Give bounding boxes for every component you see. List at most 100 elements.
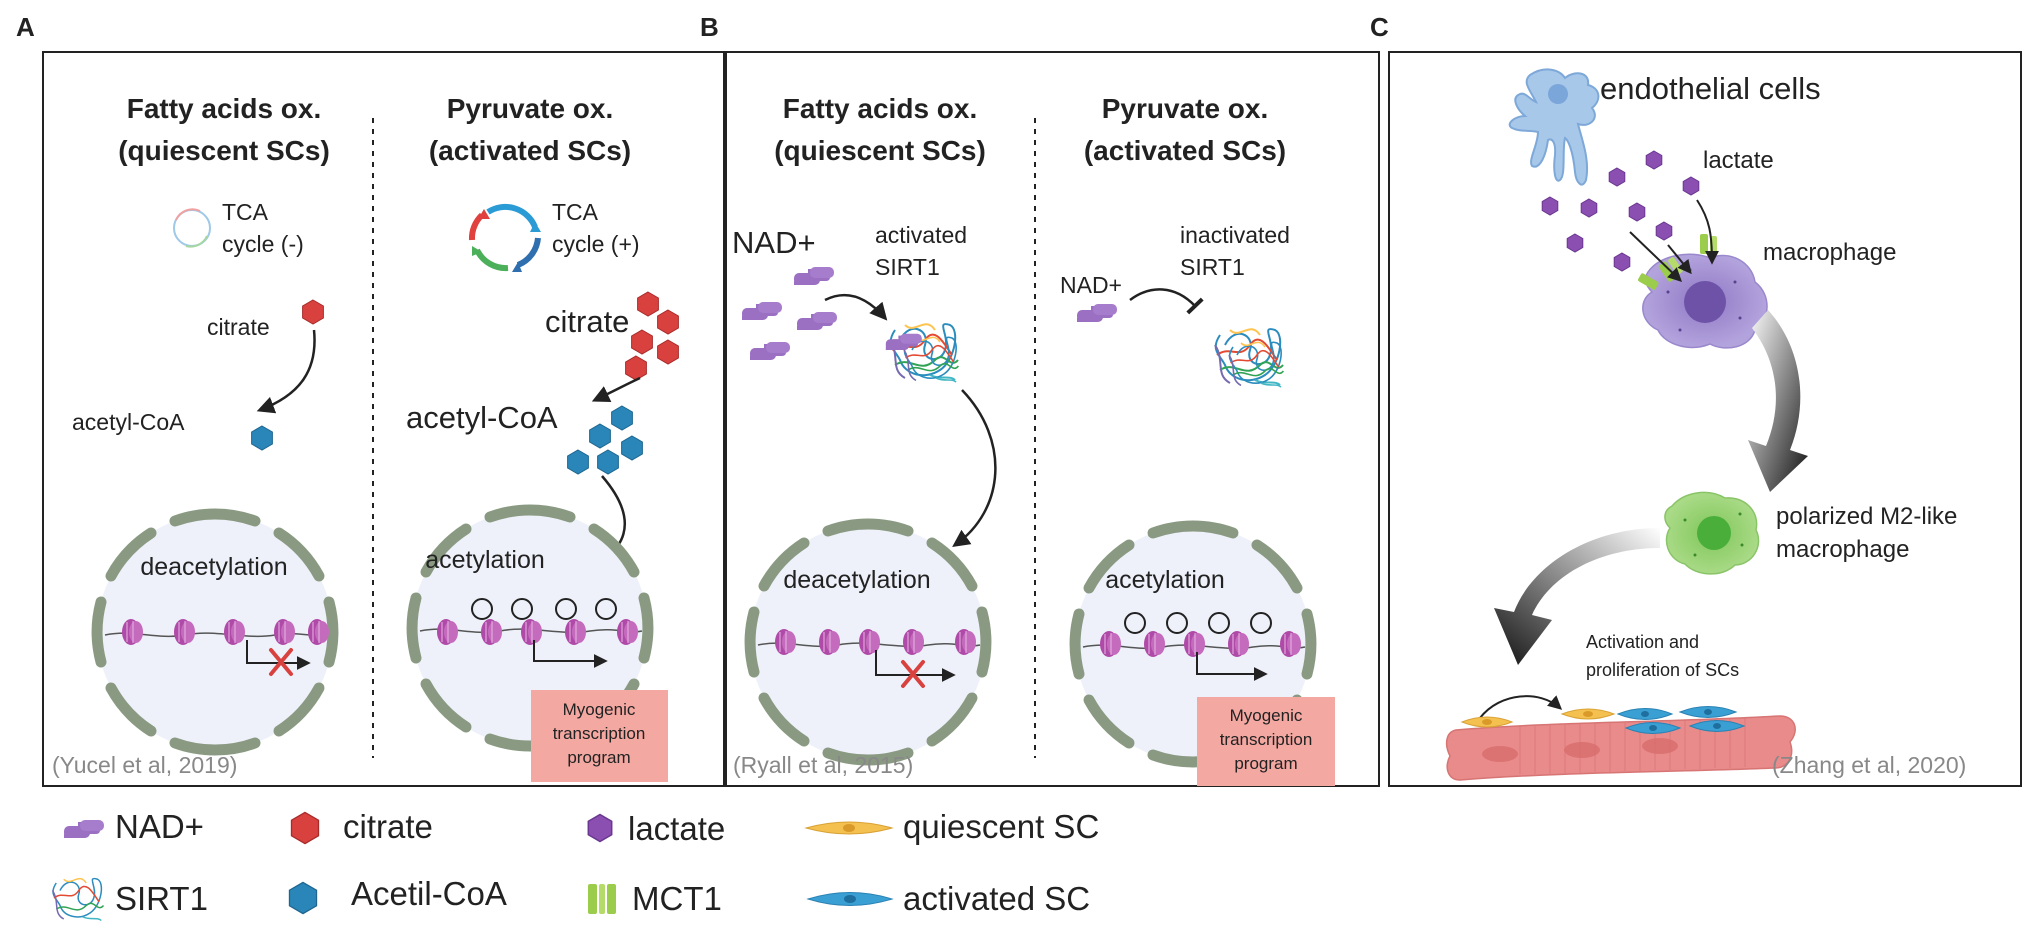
acetyl-left-label: acetyl-CoA — [72, 409, 185, 435]
citrate-hexagon-icon — [302, 299, 324, 325]
lactate-hexagon-icon — [1566, 233, 1584, 253]
panel-b-left-title-1: Fatty acids ox. — [783, 93, 978, 124]
deacetylation-label: deacetylation — [783, 566, 930, 594]
acetylcoa-hexagon-icon — [621, 435, 643, 461]
panel-a: A Fatty acids ox. (quiescent SCs) Pyruva… — [16, 12, 727, 787]
nucleus-left — [750, 524, 986, 760]
myogenic-program-box — [1197, 697, 1335, 786]
lactate-hexagon-icon — [1628, 202, 1646, 222]
citrate-right-label: citrate — [545, 304, 629, 339]
legend-nad-icon — [64, 820, 104, 838]
lactate-uptake-arrow — [1696, 199, 1719, 265]
m2-macrophage-label-1: polarized M2-like — [1776, 503, 1957, 530]
panel-a-frame — [42, 51, 727, 787]
tca-right-label-1: TCA — [552, 199, 599, 225]
myogenic-label-2: transcription — [1220, 730, 1313, 749]
sirt-active-label-2: SIRT1 — [875, 254, 940, 280]
panel-a-right-title-2: (activated SCs) — [429, 135, 631, 166]
sirt1-active-protein-icon — [885, 323, 960, 383]
lactate-uptake-arrow — [1667, 244, 1692, 275]
acetylcoa-hexagon-icon — [597, 449, 619, 475]
quiescent-sc-icon — [1560, 708, 1616, 720]
lactate-uptake-arrow — [1629, 231, 1683, 282]
activation-label-1: Activation and — [1586, 632, 1699, 652]
lactate-hexagon-icon — [1541, 196, 1559, 216]
lactate-hexagon-icon — [1645, 150, 1663, 170]
tca-left-label-1: TCA — [222, 199, 269, 225]
myogenic-label-2: transcription — [553, 724, 646, 743]
macrophage-cell-icon — [1638, 234, 1768, 349]
endothelial-cells-label: endothelial cells — [1600, 71, 1821, 106]
activation-label-2: proliferation of SCs — [1586, 660, 1739, 680]
panel-a-letter: A — [16, 12, 35, 42]
nucleus-right — [412, 510, 648, 746]
sirt1-inactive-protein-icon — [1214, 328, 1285, 388]
acetylation-label: acetylation — [1105, 566, 1225, 594]
blocked-x-icon — [269, 648, 293, 676]
nad-icon — [742, 302, 782, 320]
legend-activated-sc-icon — [806, 892, 894, 906]
citrate-to-acetyl-arrow — [256, 329, 316, 414]
legend-activated-label: activated SC — [903, 880, 1090, 917]
legend-mct1-icon — [588, 884, 616, 914]
panel-c: C endothelial cells lactate — [1370, 12, 2022, 787]
nad-icon — [750, 342, 790, 360]
legend: NAD+ citrate lactate quiescent SC SIRT1 … — [51, 808, 1099, 922]
nad-inhibition-arrow — [1129, 288, 1204, 315]
legend-lactate-icon — [587, 813, 613, 843]
panel-b-right-title-2: (activated SCs) — [1084, 135, 1286, 166]
tca-left-label-2: cycle (-) — [222, 231, 304, 257]
acetylcoa-hexagon-icon — [251, 425, 273, 451]
legend-sirt1-icon — [51, 877, 105, 922]
acetylcoa-hexagon-icon — [611, 405, 633, 431]
lactate-hexagon-icon — [1608, 167, 1626, 187]
sc-activation-arrow — [1479, 695, 1563, 719]
citrate-to-acetyl-arrow — [591, 376, 641, 402]
sirt-active-label-1: activated — [875, 222, 967, 248]
panel-b-letter: B — [700, 12, 719, 42]
citrate-left-label: citrate — [207, 314, 270, 340]
panel-a-left-title-2: (quiescent SCs) — [118, 135, 330, 166]
sirt-inactive-label-2: SIRT1 — [1180, 254, 1245, 280]
nad-left-label: NAD+ — [732, 225, 816, 260]
quiescent-sc-icon — [1460, 716, 1514, 728]
panel-c-letter: C — [1370, 12, 1389, 42]
legend-mct1-label: MCT1 — [632, 880, 722, 917]
lactate-label: lactate — [1703, 147, 1774, 174]
legend-lactate-label: lactate — [628, 810, 725, 847]
panel-a-right-title-1: Pyruvate ox. — [447, 93, 614, 124]
activation-arrow — [1494, 528, 1660, 665]
tca-cycle-icon-bold — [468, 203, 541, 272]
blocked-x-icon — [901, 660, 925, 688]
nucleus-right — [1075, 526, 1311, 762]
legend-quiescent-sc-icon — [804, 821, 894, 835]
citrate-hexagon-icon — [637, 291, 659, 317]
legend-citrate-label: citrate — [343, 808, 433, 845]
legend-citrate-icon — [290, 811, 320, 845]
myogenic-label-1: Myogenic — [563, 700, 636, 719]
panel-b-right-title-1: Pyruvate ox. — [1102, 93, 1269, 124]
legend-acetilcoa-icon — [288, 881, 318, 915]
panel-a-left-title-1: Fatty acids ox. — [127, 93, 322, 124]
macrophage-label: macrophage — [1763, 239, 1896, 266]
myogenic-program-box — [531, 690, 668, 782]
m2-macrophage-label-2: macrophage — [1776, 536, 1909, 563]
legend-acetilcoa-label: Acetil-CoA — [351, 875, 507, 912]
acetylation-label: acetylation — [425, 546, 545, 574]
legend-sirt1-label: SIRT1 — [115, 880, 208, 917]
nad-icon — [797, 312, 837, 330]
tca-right-label-2: cycle (+) — [552, 231, 640, 257]
sirt1-to-nucleus-arrow — [952, 389, 997, 548]
citrate-hexagon-icon — [631, 329, 653, 355]
nad-to-sirt1-arrow — [824, 293, 888, 321]
myogenic-label-3: program — [1234, 754, 1297, 773]
citation-yucel: (Yucel et al, 2019) — [52, 752, 237, 778]
nad-icon — [1077, 304, 1117, 322]
citrate-hexagon-icon — [657, 309, 679, 335]
acetyl-right-label: acetyl-CoA — [406, 400, 558, 435]
panel-b-frame — [723, 51, 1380, 787]
panel-b: B Fatty acids ox. (quiescent SCs) Pyruva… — [700, 12, 1380, 787]
endothelial-cell-icon — [1508, 68, 1600, 186]
citrate-hexagon-icon — [657, 339, 679, 365]
citation-zhang: (Zhang et al, 2020) — [1772, 752, 1966, 778]
